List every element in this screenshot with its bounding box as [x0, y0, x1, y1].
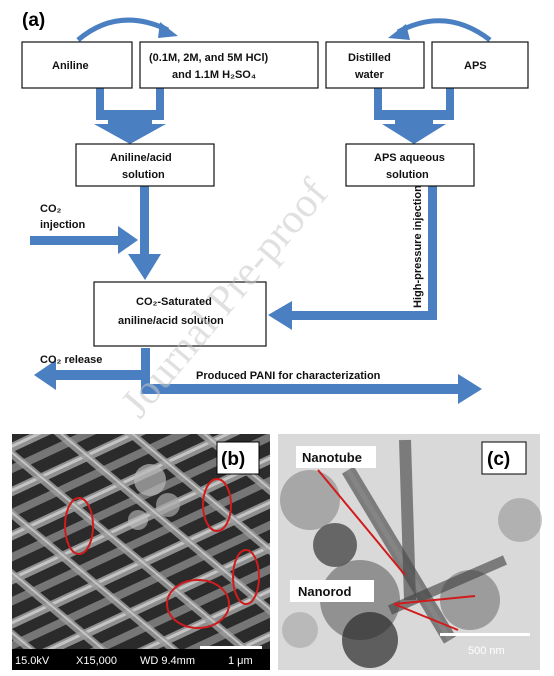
sem-magnification: X15,000	[76, 655, 117, 667]
down-shaft-left	[140, 186, 149, 256]
stem-water	[374, 88, 382, 116]
produced-head	[458, 374, 482, 404]
box-aniline: Aniline	[21, 41, 133, 89]
highlight-ellipse-2	[202, 478, 232, 532]
box-water-line1: Distilled	[348, 52, 391, 64]
co2-injection-head	[118, 226, 138, 254]
curved-arrow-top-right-head	[388, 24, 410, 40]
box-acids-line1: (0.1M, 2M, and 5M HCl)	[149, 52, 269, 64]
tem-scale-label: 500 nm	[468, 645, 505, 657]
panel-c-label-box	[481, 441, 527, 475]
hp-head	[268, 301, 292, 330]
hp-horizontal	[290, 311, 437, 320]
sem-info-bar	[12, 649, 270, 670]
hp-vertical	[428, 186, 437, 320]
stem-aps	[446, 88, 454, 116]
panel-b-label: (b)	[221, 449, 245, 470]
arrow-to-aniline-acid	[94, 118, 166, 144]
release-head	[34, 360, 56, 390]
nanorod-pointer-2	[393, 603, 459, 631]
highlight-ellipse-3	[232, 549, 260, 605]
box-aniline-acid-solution: Aniline/acid solution	[75, 143, 215, 187]
nanotube-label: Nanotube	[302, 450, 362, 465]
box-saturated-line1: CO₂-Saturated	[136, 296, 212, 308]
panel-a-label: (a)	[22, 10, 45, 31]
arrow-to-aps-aqueous	[382, 118, 446, 144]
nanorod-label-box	[290, 580, 374, 602]
curved-arrow-top-left	[76, 17, 170, 42]
box-aps: APS	[431, 41, 529, 89]
highlight-ellipse-1	[64, 497, 94, 555]
box-aniline-text: Aniline	[52, 60, 89, 72]
box-distilled-water: Distilled water	[325, 41, 425, 89]
box-co2-saturated: CO₂-Saturated aniline/acid solution	[93, 281, 267, 347]
release-shaft	[52, 370, 150, 380]
sem-scale-bar	[200, 646, 262, 649]
box-aps-aqueous-solution: APS aqueous solution	[345, 143, 475, 187]
box-acids-line2: and 1.1M H₂SO₄	[172, 69, 256, 81]
box-aps-text: APS	[464, 60, 487, 72]
stem-aniline	[96, 88, 104, 116]
nanorod-pointer-1	[393, 595, 476, 605]
curved-arrow-top-right	[396, 18, 492, 42]
panel-b: 15.0kV X15,000 WD 9.4mm 1 μm (b)	[12, 434, 270, 670]
box-aniline-acid-line2: solution	[122, 169, 165, 181]
box-aniline-acid-line1: Aniline/acid	[110, 152, 172, 164]
panel-c-label: (c)	[487, 449, 510, 470]
sem-scale-label: 1 μm	[228, 655, 253, 667]
tem-scale-bar	[440, 633, 530, 636]
merge-bar-right	[374, 110, 454, 120]
box-aps-aq-line2: solution	[386, 169, 429, 181]
label-co2-injection-line2: injection	[40, 219, 86, 231]
co2-injection-shaft	[30, 236, 120, 245]
curved-arrow-top-left-head	[158, 22, 178, 38]
box-acids: (0.1M, 2M, and 5M HCl) and 1.1M H₂SO₄	[139, 41, 319, 89]
label-co2-release: CO₂ release	[40, 354, 102, 366]
produced-shaft	[141, 384, 459, 394]
merge-bar-left	[96, 110, 164, 120]
sem-wd: WD 9.4mm	[140, 655, 195, 667]
panel-b-label-box	[216, 441, 260, 475]
stem-acids	[156, 88, 164, 116]
nanotube-pointer	[317, 469, 406, 576]
down-head-left	[128, 254, 161, 280]
highlight-ellipse-4	[166, 579, 230, 629]
label-produced-pani: Produced PANI for characterization	[196, 370, 381, 382]
label-high-pressure: High-pressure injection	[412, 185, 424, 308]
panel-c: (c) Nanotube Nanorod 500 nm	[278, 434, 542, 670]
box-aps-aq-line1: APS aqueous	[374, 152, 445, 164]
label-co2-injection-line1: CO₂	[40, 203, 62, 215]
box-water-line2: water	[354, 69, 384, 81]
panel-a: (a)	[21, 10, 529, 404]
nanorod-label: Nanorod	[298, 584, 352, 599]
box-saturated-line2: aniline/acid solution	[118, 315, 224, 327]
nanotube-label-box	[296, 446, 376, 468]
down-shaft-bottom	[141, 348, 150, 390]
flow-arrows	[30, 17, 492, 404]
sem-voltage: 15.0kV	[15, 655, 50, 667]
